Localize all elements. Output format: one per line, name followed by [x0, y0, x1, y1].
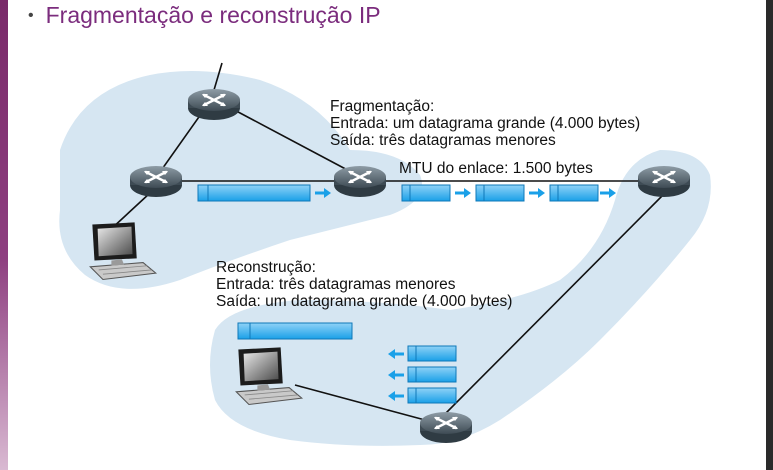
router-right-icon: [636, 164, 692, 199]
reassembly-output-label: Saída: um datagrama grande (4.000 bytes): [216, 293, 513, 310]
network-cloud-right: [210, 150, 711, 446]
arriving-fragment-1: [407, 345, 457, 362]
router-left-icon: [128, 164, 184, 199]
fragment-1: [401, 184, 451, 202]
fragment-3: [549, 184, 599, 202]
slide-left-accent-bar: [0, 0, 8, 470]
arrow-right-icon: [455, 188, 471, 198]
fragment-2: [475, 184, 525, 202]
reassembly-input-label: Entrada: três datagramas menores: [216, 276, 456, 293]
bullet-icon: •: [28, 7, 34, 24]
arriving-fragment-2: [407, 366, 457, 383]
slide-title: • Fragmentação e reconstrução IP: [28, 2, 381, 29]
network-links: [109, 62, 666, 421]
router-bottom-icon: [418, 410, 474, 445]
mtu-label: MTU do enlace: 1.500 bytes: [399, 160, 593, 177]
slide-title-text: Fragmentação e reconstrução IP: [45, 2, 381, 28]
arrow-right-icon: [600, 188, 616, 198]
reassembly-heading: Reconstrução:: [216, 259, 316, 276]
fragmentation-input-label: Entrada: um datagrama grande (4.000 byte…: [330, 115, 641, 132]
slide-right-border: [766, 0, 773, 470]
large-datagram: [197, 184, 311, 202]
router-fragmenting-icon: [332, 164, 388, 199]
router-top-icon: [186, 87, 242, 122]
reassembled-datagram: [237, 322, 353, 340]
arriving-fragment-3: [407, 387, 457, 404]
arrow-right-icon: [529, 188, 545, 198]
fragmentation-heading: Fragmentação:: [330, 98, 435, 115]
network-cloud-left: [59, 71, 423, 289]
fragmentation-output-label: Saída: três datagramas menores: [330, 132, 556, 149]
